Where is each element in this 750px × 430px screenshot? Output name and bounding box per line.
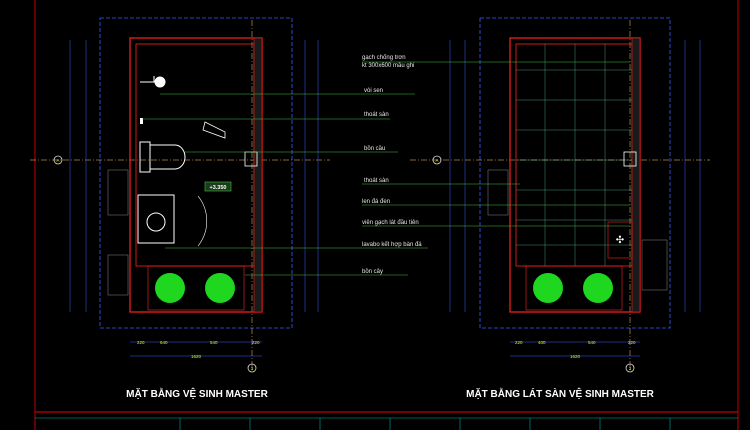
- axis-marker-a: [53, 155, 63, 165]
- dimension-lines-right: [449, 40, 701, 357]
- hatch-block-right: [641, 239, 668, 291]
- tile-grid: [516, 44, 632, 266]
- viewport-border: [99, 17, 293, 329]
- plant-icon: [155, 273, 235, 303]
- annotation-label: thoát sàn: [364, 112, 389, 118]
- dim-text: 640: [160, 340, 168, 345]
- outer-wall: [129, 37, 263, 313]
- axis-marker-3: [625, 363, 635, 373]
- hatch-block-left-2: [107, 254, 129, 296]
- dim-text: 220: [515, 340, 523, 345]
- dim-text: 220: [628, 340, 636, 345]
- toilet-icon: [139, 141, 186, 173]
- left-plan-title: MẶT BẰNG VỆ SINH MASTER: [126, 387, 268, 400]
- door-swing: [197, 195, 207, 247]
- dim-text: 400: [538, 340, 546, 345]
- left-plan: A 3 +3.350 220 640 540 220 1620 MẶT B: [30, 17, 330, 400]
- vanity-outline: [607, 221, 633, 259]
- viewport-border: [479, 17, 671, 329]
- right-plan-title: MẶT BẰNG LÁT SÀN VỆ SINH MASTER: [466, 387, 655, 400]
- planter-box: [147, 265, 245, 311]
- dim-text: 220: [252, 340, 260, 345]
- axis-label-a: A: [435, 158, 438, 163]
- axis-label-a: A: [56, 158, 59, 163]
- level-mark-box: [204, 181, 232, 192]
- axis-marker-3: [247, 363, 257, 373]
- inner-wall: [515, 43, 633, 267]
- shower-screen-icon: [202, 121, 226, 139]
- annotation-label: thoát sàn: [364, 178, 389, 184]
- annotation-label: lavabo kết hợp bàn đá: [362, 242, 422, 248]
- leader-lines: [142, 61, 630, 276]
- planter-box: [525, 265, 623, 311]
- annotation-label: bồn cầu: [364, 146, 385, 152]
- floor-drain-symbol-icon: ✣: [616, 235, 624, 246]
- lavabo-icon: [137, 194, 175, 244]
- axis-marker-a: [432, 155, 442, 165]
- dim-text: 540: [210, 340, 218, 345]
- dim-text: 540: [588, 340, 596, 345]
- wall-column: [631, 37, 641, 313]
- annotation-label: vòi sen: [364, 88, 383, 94]
- dimension-lines-left: [69, 40, 319, 357]
- dim-text: 220: [137, 340, 145, 345]
- hatch-block-left: [487, 169, 509, 216]
- hatch-block-left: [107, 169, 129, 216]
- dim-total-text: 1620: [191, 354, 202, 359]
- annotation-label: gạch chống trơn: [362, 55, 406, 61]
- plant-icon: [533, 273, 613, 303]
- floor-drain-icon: [140, 118, 143, 124]
- annotations: gạch chống trơn kt 300x600 mầu ghi vòi s…: [142, 55, 630, 276]
- wall-column: [253, 37, 263, 313]
- axis-label-3: 3: [629, 366, 632, 371]
- annotation-label: len đá đen: [362, 199, 390, 205]
- window-box: [623, 151, 637, 167]
- dim-total-text: 1620: [570, 354, 581, 359]
- level-mark-text: +3.350: [210, 185, 227, 191]
- shower-icon: [140, 76, 166, 88]
- annotation-label: bồn cây: [362, 269, 383, 275]
- right-plan: A 3 ✣ 220 400 540 220 1620 MẶT BẰNG LÁT …: [410, 17, 710, 400]
- axis-label-3: 3: [251, 366, 254, 371]
- annotation-label: kt 300x600 mầu ghi: [362, 63, 414, 69]
- title-block: [35, 417, 738, 430]
- annotation-label: viên gạch lát đầu tiên: [362, 220, 419, 226]
